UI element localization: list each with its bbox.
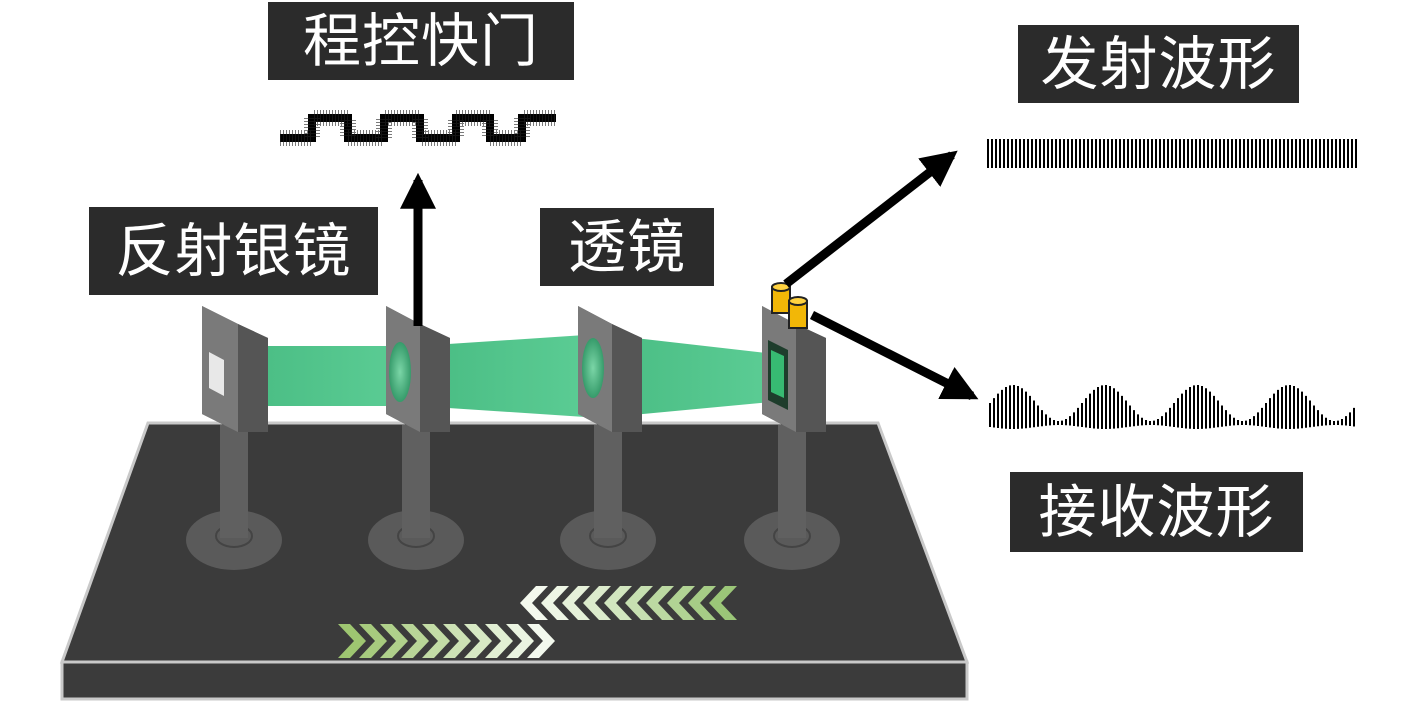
- chevron-icon: [604, 586, 632, 620]
- chevron-icon: [464, 624, 492, 658]
- label-programmable-shutter: 程控快门: [268, 2, 574, 80]
- beam-shutter-to-lens: [418, 334, 600, 418]
- label-transmit-waveform: 发射波形: [1018, 25, 1299, 103]
- chevron-icon: [646, 586, 674, 620]
- laser-beam: [238, 334, 792, 418]
- transmit-waveform: [987, 139, 1357, 168]
- chevron-icon: [583, 586, 611, 620]
- label-reflective-silver-mirror: 反射银镜: [89, 207, 378, 295]
- mirror-mount-icon: [186, 306, 282, 570]
- chevron-icon: [541, 586, 569, 620]
- chevron-icon: [506, 624, 534, 658]
- label-receive-waveform: 接收波形: [1010, 472, 1303, 552]
- chevron-icon: [709, 586, 737, 620]
- arrow-icon: [809, 310, 979, 401]
- chevron-icon: [422, 624, 450, 658]
- chevron-icon: [380, 624, 408, 658]
- chevron-icon: [443, 624, 471, 658]
- chevron-icon: [562, 586, 590, 620]
- chevron-icon: [520, 586, 548, 620]
- chevron-icon: [667, 586, 695, 620]
- receive-waveform: [989, 385, 1355, 429]
- chevron-icon: [401, 624, 429, 658]
- shutter-waveform: [280, 110, 556, 146]
- chevron-row-backward: [520, 586, 737, 620]
- chevron-icon: [485, 624, 513, 658]
- shutter-mount-icon: [368, 306, 464, 570]
- arrow-icon: [783, 150, 958, 288]
- chevron-icon: [688, 586, 716, 620]
- chevron-icon: [338, 624, 366, 658]
- label-lens: 透镜: [540, 208, 714, 286]
- lens-mount-icon: [560, 306, 656, 570]
- chevron-icon: [359, 624, 387, 658]
- chevron-icon: [625, 586, 653, 620]
- sensor-mount-icon: [744, 306, 840, 570]
- optical-table: [59, 421, 970, 701]
- chevron-row-forward: [338, 624, 555, 658]
- beam-lens-to-sensor: [600, 334, 792, 418]
- ultrasonic-transducer-icon: [771, 282, 808, 329]
- table-front-edge: [60, 660, 969, 701]
- chevron-icon: [527, 624, 555, 658]
